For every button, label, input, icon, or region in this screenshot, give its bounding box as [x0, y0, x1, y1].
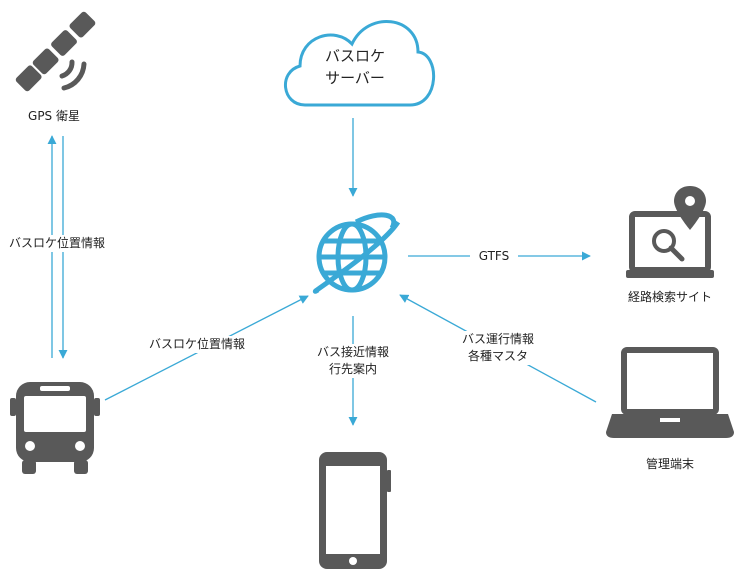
search-site-icon [626, 186, 714, 278]
edge-label-hub-phone-line2: 行先案内 [328, 362, 377, 376]
laptop-icon [606, 347, 734, 438]
smartphone-icon [319, 452, 391, 569]
edge-label-bus-hub: バスロケ位置情報 [140, 336, 254, 353]
edge-label-hub-phone: バス接近情報 行先案内 [302, 344, 404, 378]
cloud-label: バスロケ サーバー [318, 45, 392, 89]
gps-label: GPS 衛星 [14, 108, 94, 125]
bus-icon [10, 382, 100, 474]
cloud-label-line2: サーバー [325, 69, 385, 87]
satellite-icon [15, 11, 96, 92]
edge-label-terminal-hub: バス運行情報 各種マスタ [446, 331, 550, 365]
edge-label-terminal-hub-line1: バス運行情報 [461, 332, 534, 346]
edge-label-gtfs: GTFS [470, 248, 518, 265]
search-site-label: 経路検索サイト [612, 289, 728, 306]
edge-label-gps-bus: バスロケ位置情報 [0, 235, 114, 252]
edge-label-hub-phone-line1: バス接近情報 [316, 345, 389, 359]
terminal-label: 管理端末 [630, 456, 710, 473]
edge-label-terminal-hub-line2: 各種マスタ [467, 349, 528, 363]
cloud-label-line1: バスロケ [324, 47, 385, 65]
globe-icon [313, 212, 401, 294]
cloud-shape [283, 20, 436, 107]
